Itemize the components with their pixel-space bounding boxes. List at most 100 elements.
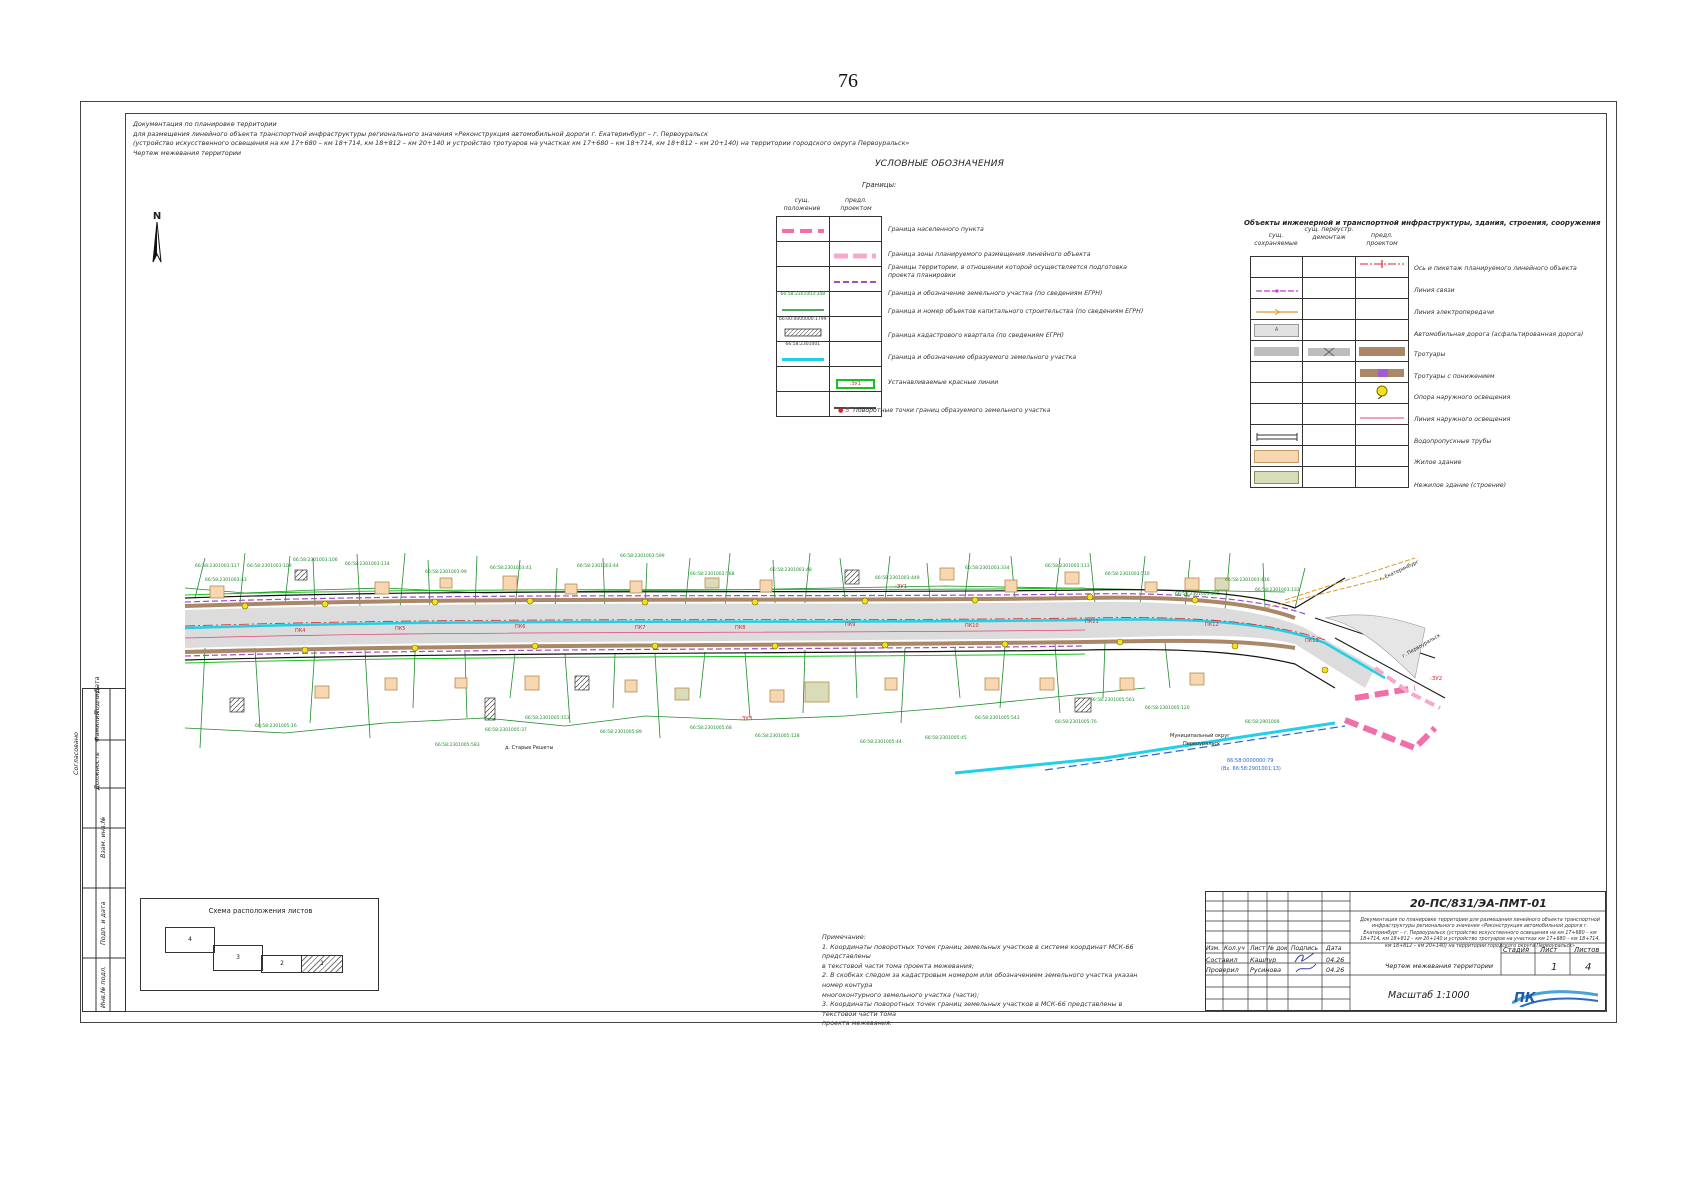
parcel-label: 66:58:2301003:43 [205,578,247,583]
legend-label: Водопропускные трубы [1414,438,1492,445]
direction-ekb: г. Екатеринбург [1378,559,1420,583]
col-existing-header: сущ. положение [783,197,821,212]
pk-label: ПК4 [295,628,306,634]
notes: Примечание: 1. Координаты поворотных точ… [822,933,1142,1029]
tb-role: Составил [1206,956,1238,964]
parcel-label: 66:58:2301005:44 [860,740,902,745]
scheme-title: Схема расположения листов [208,907,313,915]
cadastral-bottom-1: 66:58:0000000:79 [1227,758,1274,764]
col-saved-header: сущ. сохраняемые [1254,232,1298,247]
zu1-label: :ЗУ1 [895,584,908,590]
note-line: в текстовой части тома проекта межевания… [822,961,974,970]
note-line: 1. Координаты поворотных точек границ зе… [822,942,1134,961]
quarter-sample: 66:58:2301001 [785,342,821,347]
pk-label: ПК10 [965,623,979,629]
header-line: для размещения линейного объекта транспо… [133,129,709,138]
parcel-boundary-swatch [781,309,824,311]
legend-label: Линия связи [1414,287,1455,294]
zu3-label: :ЗУ3 [740,716,753,722]
municipal-label-2: Первоуральск [1183,741,1221,747]
pk-label: ПК8 [735,625,746,631]
tb-header: Подпись [1291,945,1318,952]
legend-label: Тротуары [1414,351,1446,358]
note-line: 3. Координаты поворотных точек границ зе… [822,1000,1123,1018]
legend-label: Устанавливаемые красные линии [888,379,999,386]
sidewalk-demolish-swatch [1307,347,1350,356]
side-label: Должность [93,752,101,790]
sidewalk-saved-swatch [1254,346,1300,356]
axis-swatch [1359,259,1404,268]
col-planned-objects-header: предл. проектом [1366,232,1398,247]
tb-header: Кол.уч [1224,945,1245,952]
parcel-label: 66:58:2301005:543 [975,716,1020,721]
new-parcel-sample: :ЗУ1 [835,378,875,389]
title-block-grid [1205,891,1606,1011]
territory-boundary-swatch [834,280,877,283]
sidewalk-planned-swatch [1358,346,1405,356]
legend-label: Граница и номер объектов капитального ст… [888,308,1144,315]
parcel-label: 66:58:2301005:45 [925,736,967,741]
parcel-label: 66:58:2301005:76 [1055,720,1097,725]
legend-label: Опора наружного освещения [1414,394,1511,401]
legend-label: Граница зоны планируемого размещения лин… [888,251,1091,258]
settlement-label: д. Старые Решеты [505,745,554,751]
light-poles [241,593,1329,674]
parcel-sample: 66:58:2301003:348 [780,292,826,297]
legend-label: Тротуары с понижением [1414,373,1495,380]
col-planned-header: предл. проектом [840,197,872,212]
sheet-label: Лист [1540,946,1558,954]
parcel-label: 66:58:2301005:16 [255,724,297,729]
north-arrow: N [150,211,164,270]
legend-label: Границы территории, в отношении которой … [888,264,1127,279]
header-line: (устройство искусственного освещения на … [133,139,910,148]
parcel-label: 66:58:2301003:117 [195,564,240,569]
signature-icon [1294,952,1317,973]
pk-label: ПК12 [1205,622,1219,628]
cadastral-map [185,552,1446,775]
drawing-header: Документация по планировке территории дл… [133,120,909,158]
parcel-label: 66:58:2301003:588 [690,572,735,577]
boundaries-legend-table: 66:58:2301003:348 66:00:0000000:1799 66:… [776,216,883,417]
logo-icon [1511,990,1599,1008]
side-label: Взам. инв.№ [99,816,107,858]
comm-line-swatch [1255,288,1298,293]
building-sample: 66:00:0000000:1799 [779,317,827,322]
legend-label: Автомобильная дорога (асфальтированная д… [1414,331,1584,338]
legend-label: Нежилое здание (строение) [1414,482,1506,489]
tb-date: 04.26 [1326,966,1345,974]
parcel-label: 66:58:2301003:106 [293,558,338,563]
pk-label: ПК7 [635,625,646,631]
light-line-swatch [1359,417,1404,418]
parcel-label: 66:58:2301005:561 [1090,698,1135,703]
turn-point-number: 5 [845,407,850,414]
parcel-label: 66:58:2301003:510 [1105,572,1150,577]
legend-label: Граница кадастрового квартала (по сведен… [888,332,1064,339]
tb-name: Русинова [1250,966,1282,974]
drawing-frame [80,101,1617,1023]
legend-label: Линия наружного освещения [1414,416,1511,423]
parcel-label: 66:58:2301005:153 [525,716,570,721]
drawing-code: 20-ПС/831/ЭА-ПМТ-01 [1410,897,1547,910]
parcel-label: 66:58:2301003:113 [1045,564,1090,569]
parcel-label: 66:58:2301003:41 [490,566,532,571]
sheets-label: Листов [1574,946,1600,954]
side-label: Подп. и дата [99,901,107,945]
side-stamp [82,688,126,1012]
pk-label: ПК13 [1305,638,1319,644]
parcel-label: 66:58:2301003:599 [620,554,665,559]
parcel-label: 66:58:2301003:432 [1175,592,1220,597]
stage-label: Стадия [1503,946,1530,954]
sheet-layout-scheme: Схема расположения листов 4 3 2 1 [140,898,379,991]
logo-text: ПК [1514,991,1536,1006]
parcel-label: 66:58:2301003:109 [247,564,292,569]
residential-swatch [1254,449,1300,463]
north-arrow-icon [152,221,162,263]
buildings-top [209,567,1230,599]
parcel-label: 66:58:2301003:44 [577,564,619,569]
legend-label: Граница и обозначение образуемого земель… [888,354,1077,361]
cadastral-bottom-2: (Вх. 66:58:2901001:13) [1221,766,1281,772]
title-description: Документация по планировке территории дл… [1360,918,1600,949]
objects-legend-table: А [1249,256,1410,488]
sheet-number: 1 [1551,962,1558,973]
side-label: Дата [93,676,101,693]
